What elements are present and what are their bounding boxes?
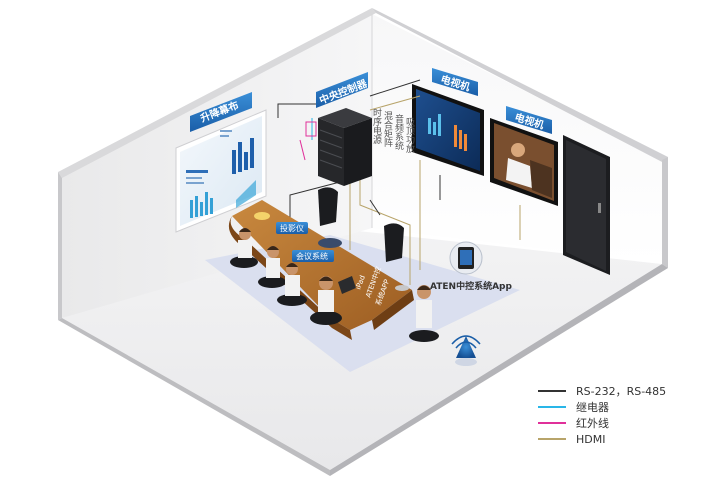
projector-tag: 投影仪 (276, 222, 308, 234)
function-label: 混合矩阵 (382, 111, 393, 148)
front-wall-right (662, 157, 668, 268)
conference-system-tag: 会议系统 (292, 250, 334, 262)
tv-1 (412, 84, 484, 176)
connection-lines (277, 79, 521, 285)
function-label: 吸顶功放 (404, 117, 415, 154)
legend-line-relay (538, 406, 566, 408)
legend: RS-232，RS-485 继电器 红外线 HDMI (538, 383, 698, 447)
function-label: 时序电源 (371, 107, 382, 145)
conference-label: 会议系统 (296, 251, 328, 261)
door (563, 135, 610, 275)
attendee-5 (409, 285, 439, 342)
attendees (230, 228, 439, 342)
projection-screen (175, 109, 267, 233)
legend-label: 继电器 (576, 401, 609, 414)
attendee-1 (230, 228, 258, 268)
wall-top-right (372, 8, 668, 163)
front-wall-left (58, 172, 62, 320)
legend-line-rs232 (538, 390, 566, 392)
chairs-back (318, 187, 404, 262)
wall-top-left (58, 8, 376, 178)
attendee-4 (310, 276, 356, 325)
controller-functions: 时序电源 混合矩阵 音频系统 吸顶功放 (371, 107, 415, 154)
controller-rack (305, 108, 372, 186)
attendee-3 (277, 263, 307, 306)
legend-item: HDMI (538, 431, 698, 447)
legend-label: RS-232，RS-485 (576, 385, 667, 398)
legend-item: 红外线 (538, 415, 698, 431)
function-label: 音频系统 (393, 113, 404, 151)
floor-edge-right (330, 264, 668, 476)
legend-label: 红外线 (576, 417, 609, 430)
tv-2 (490, 118, 558, 206)
legend-line-hdmi (538, 438, 566, 440)
attendee-2 (258, 246, 286, 288)
legend-label: HDMI (576, 432, 606, 446)
app-tablet-icon (449, 241, 483, 275)
projector-label: 投影仪 (280, 223, 304, 233)
wifi-icon (451, 335, 481, 366)
legend-line-infrared (538, 422, 566, 424)
floor-edge-left (58, 318, 330, 476)
legend-item: 继电器 (538, 399, 698, 415)
app-label: ATEN中控系统App (430, 280, 512, 292)
legend-item: RS-232，RS-485 (538, 383, 698, 399)
